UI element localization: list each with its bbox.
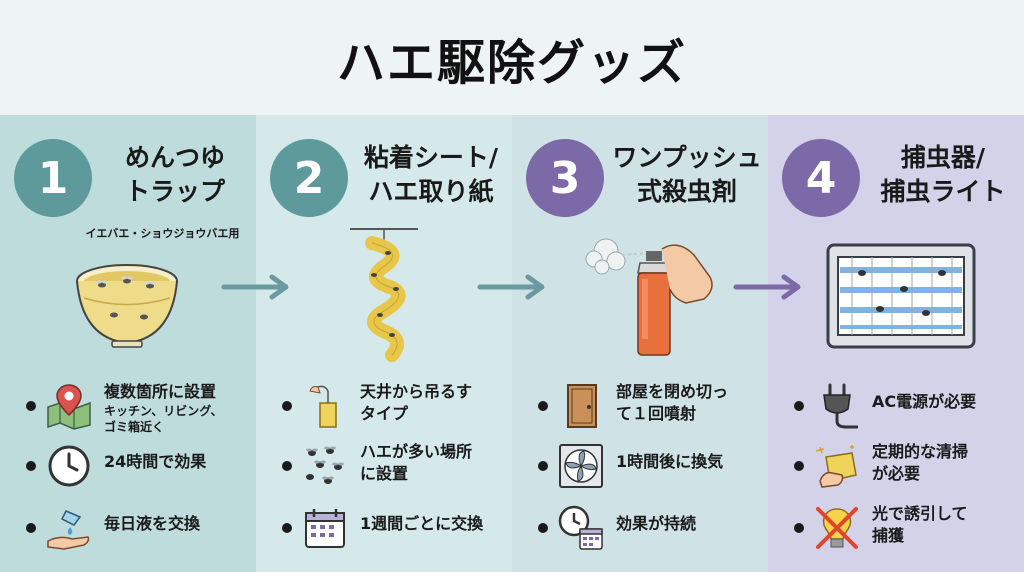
- spray-can-illustration: [585, 238, 713, 356]
- bullet-dot: [794, 401, 804, 411]
- column-title-line: 捕虫ライト: [880, 177, 1006, 206]
- feature-text: AC電源が必要: [872, 392, 977, 411]
- column-title: めんつゆ トラップ: [100, 141, 250, 209]
- feature-item: 1時間後に換気: [512, 437, 768, 493]
- page-title: ハエ駆除グッズ: [336, 34, 687, 91]
- column-title-line: ハエ取り紙: [368, 177, 494, 206]
- arrow-right-icon: [733, 274, 801, 300]
- feature-text: 1週間ごとに交換: [360, 514, 484, 533]
- fly-ribbon-illustration: [350, 228, 418, 362]
- column-title: ワンプッシュ 式殺虫剤: [612, 141, 762, 209]
- column-title: 捕虫器/ 捕虫ライト: [868, 141, 1018, 209]
- feature-item: ハエが多い場所 に設置: [256, 437, 512, 493]
- bullet-dot: [538, 461, 548, 471]
- trap-bowl-illustration: [76, 264, 178, 348]
- column-title: 粘着シート/ ハエ取り紙: [356, 141, 506, 209]
- bullet-dot: [282, 401, 292, 411]
- feature-text: 複数箇所に設置 キッチン、リビング、 ゴミ箱近く: [104, 382, 223, 434]
- bullet-dot: [26, 461, 36, 471]
- column-header: 2 粘着シート/ ハエ取り紙: [256, 139, 512, 239]
- feature-item: 1週間ごとに交換: [256, 499, 512, 555]
- ventilation-fan-icon: [559, 444, 603, 488]
- column-title-line: めんつゆ: [124, 143, 225, 172]
- column-title-line: 捕虫器/: [900, 143, 986, 172]
- door-icon: [567, 384, 597, 428]
- column-title-line: 式殺虫剤: [636, 177, 737, 206]
- bullet-dot: [282, 461, 292, 471]
- feature-item: 複数箇所に設置 キッチン、リビング、 ゴミ箱近く: [0, 377, 256, 434]
- power-plug-icon: [823, 383, 858, 429]
- feature-item: 定期的な清掃 が必要: [768, 437, 1024, 493]
- bug-zapper-illustration: [826, 243, 976, 349]
- bullet-dot: [794, 523, 804, 533]
- column-bug-zapper: 4 捕虫器/ 捕虫ライト AC電源が必要 定期的な清掃 が必要: [768, 115, 1024, 572]
- bullet-dot: [26, 401, 36, 411]
- bullet-dot: [538, 401, 548, 411]
- feature-text: 効果が持続: [616, 514, 697, 533]
- column-header: 1 めんつゆ トラップ イエバエ・ショウジョウバエ用: [0, 139, 256, 240]
- feature-text: 24時間で効果: [104, 452, 207, 471]
- feature-item: 光で誘引して 捕獲: [768, 499, 1024, 555]
- column-title-line: ワンプッシュ: [612, 143, 762, 172]
- arrow-right-icon: [221, 274, 289, 300]
- step-number-badge: 3: [526, 139, 604, 217]
- column-sticky-sheet: 2 粘着シート/ ハエ取り紙 天井から吊るす タイプ ハエ: [256, 115, 512, 572]
- feature-text: 毎日液を交換: [104, 514, 201, 533]
- calendar-icon: [305, 509, 345, 548]
- feature-item: 部屋を閉め切っ て１回噴射: [512, 377, 768, 433]
- no-light-icon: [816, 507, 858, 549]
- column-subtitle: イエバエ・ショウジョウバエ用: [85, 227, 240, 240]
- feature-item: 効果が持続: [512, 499, 768, 555]
- feature-text: 定期的な清掃 が必要: [872, 442, 969, 483]
- clock-icon: [48, 445, 90, 487]
- feature-item: AC電源が必要: [768, 377, 1024, 433]
- feature-text: 光で誘引して 捕獲: [872, 504, 968, 545]
- feature-text: ハエが多い場所 に設置: [360, 442, 473, 483]
- hanging-tag-icon: [309, 385, 337, 428]
- column-title-line: トラップ: [124, 177, 225, 206]
- water-hand-icon: [47, 510, 90, 550]
- feature-text: 部屋を閉め切っ て１回噴射: [616, 382, 729, 423]
- title-bar: ハエ駆除グッズ: [0, 0, 1024, 115]
- column-header: 3 ワンプッシュ 式殺虫剤: [512, 139, 768, 239]
- feature-item: 天井から吊るす タイプ: [256, 377, 512, 433]
- column-header: 4 捕虫器/ 捕虫ライト: [768, 139, 1024, 239]
- feature-item: 毎日液を交換: [0, 499, 256, 555]
- column-mentsuyu-trap: 1 めんつゆ トラップ イエバエ・ショウジョウバエ用 複数箇所に設置 キッチン、…: [0, 115, 256, 572]
- arrow-right-icon: [477, 274, 545, 300]
- column-one-push-spray: 3 ワンプッシュ 式殺虫剤 部屋を閉め切っ て１回噴射: [512, 115, 768, 572]
- bullet-dot: [538, 523, 548, 533]
- step-number-badge: 2: [270, 139, 348, 217]
- feature-text: 天井から吊るす タイプ: [360, 382, 473, 423]
- feature-item: 24時間で効果: [0, 437, 256, 493]
- feature-text: 1時間後に換気: [616, 452, 724, 471]
- column-title-line: 粘着シート/: [363, 143, 499, 172]
- many-flies-icon: [306, 446, 344, 484]
- cleaning-cloth-icon: [815, 445, 857, 488]
- map-pin-icon: [47, 384, 91, 430]
- bullet-dot: [26, 523, 36, 533]
- step-number-badge: 1: [14, 139, 92, 217]
- bullet-dot: [282, 523, 292, 533]
- clock-calendar-icon: [558, 505, 603, 550]
- bullet-dot: [794, 461, 804, 471]
- step-number-badge: 4: [782, 139, 860, 217]
